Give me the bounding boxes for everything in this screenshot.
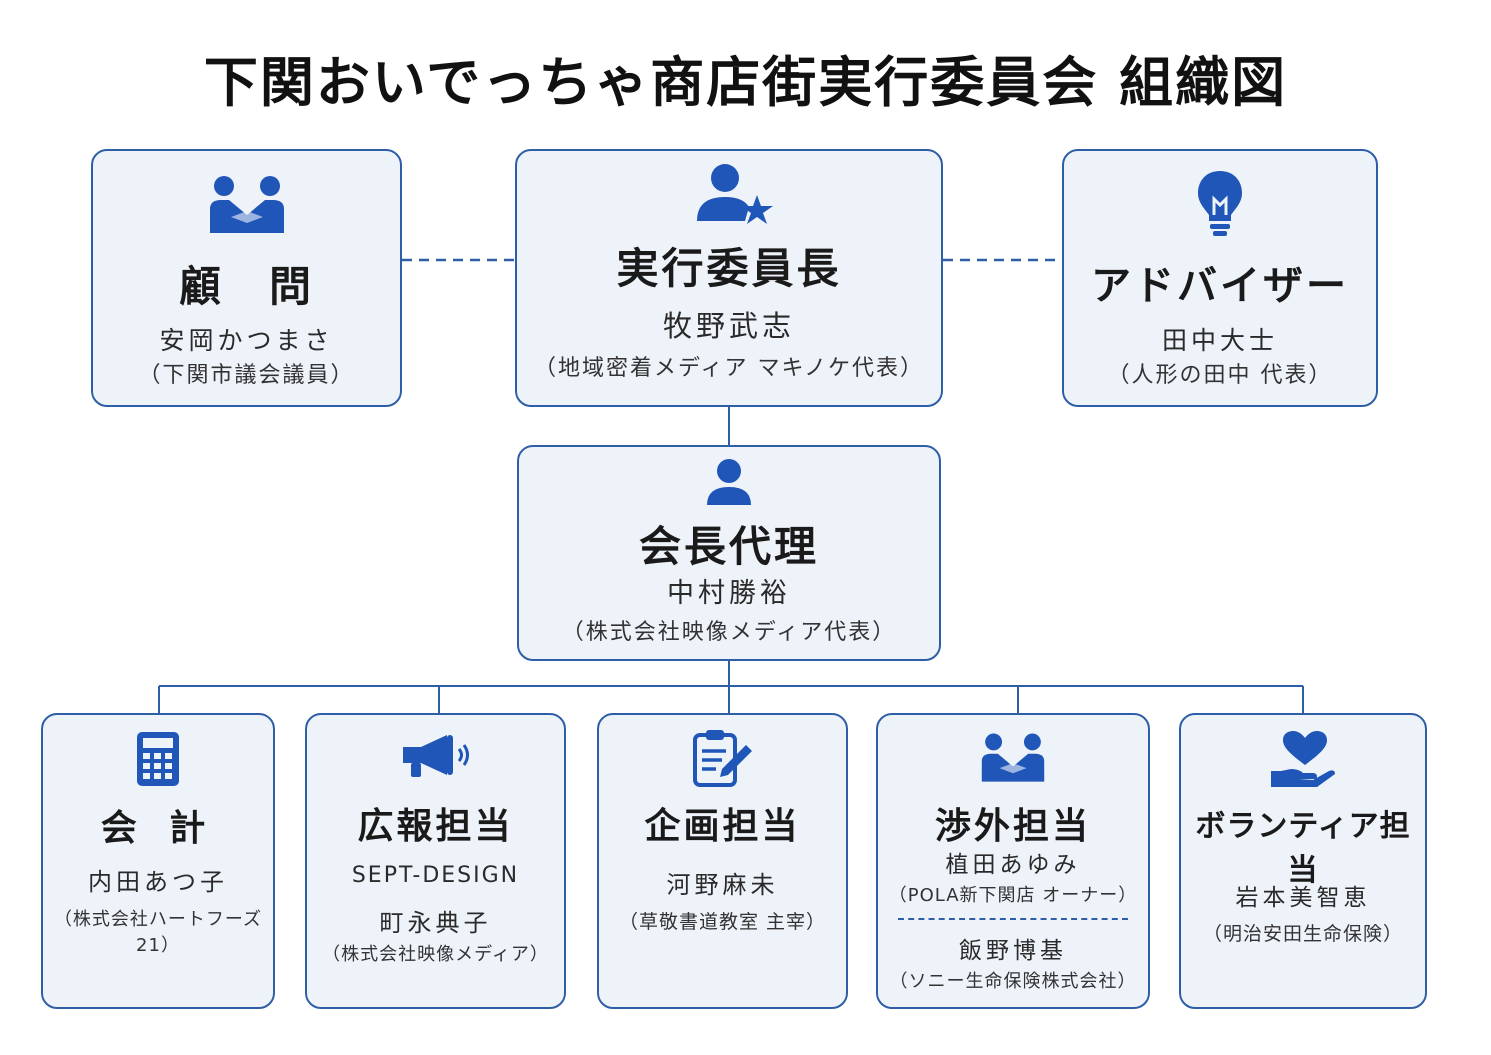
volunteer-role: ボランティア担当 [1195, 809, 1411, 888]
heart-hand-icon [1271, 731, 1335, 787]
vice-chair-name: 中村勝裕 [667, 578, 791, 609]
external-relations-affiliation-2: （ソニー生命保険株式会社） [889, 971, 1137, 992]
planning-box: 企画担当 河野麻未 （草敬書道教室 主宰） [597, 713, 848, 1009]
external-relations-box: 渉外担当 植田あゆみ （POLA新下関店 オーナー） 飯野博基 （ソニー生命保険… [876, 713, 1150, 1009]
handshake-icon [209, 176, 284, 233]
external-relations-name-2: 飯野博基 [959, 938, 1067, 964]
volunteer-box: ボランティア担当 岩本美智恵 （明治安田生命保険） [1179, 713, 1427, 1009]
pr-name: 町永典子 [379, 909, 492, 937]
volunteer-name: 岩本美智恵 [1235, 885, 1371, 911]
person-star-icon [697, 164, 773, 224]
person-icon [707, 459, 751, 505]
accounting-name: 内田あつ子 [88, 868, 228, 896]
chair-name: 牧野武志 [662, 309, 795, 343]
advisor-role: 顧 問 [178, 262, 314, 311]
separator [898, 918, 1128, 920]
external-relations-role: 渉外担当 [934, 806, 1091, 847]
megaphone-icon [402, 735, 469, 777]
adviser-role: アドバイザー [1091, 263, 1349, 309]
vice-chair-box: 会長代理 中村勝裕 （株式会社映像メディア代表） [517, 445, 941, 661]
accounting-box: 会 計 内田あつ子 （株式会社ハートフーズ21） [41, 713, 275, 1009]
pr-box: 広報担当 SEPT-DESIGN 町永典子 （株式会社映像メディア） [305, 713, 566, 1009]
pr-role: 広報担当 [357, 806, 514, 847]
planning-affiliation: （草敬書道教室 主宰） [618, 911, 827, 933]
accounting-affiliation: （株式会社ハートフーズ21） [53, 909, 263, 956]
accounting-role: 会 計 [100, 808, 216, 849]
adviser-name: 田中大士 [1161, 326, 1278, 355]
advisor-name: 安岡かつまさ [159, 326, 334, 355]
adviser-affiliation: （人形の田中 代表） [1107, 363, 1333, 388]
adviser-box: アドバイザー 田中大士 （人形の田中 代表） [1062, 149, 1378, 407]
external-relations-affiliation-1: （POLA新下関店 オーナー） [888, 885, 1138, 906]
external-relations-name-1: 植田あゆみ [945, 852, 1081, 878]
planning-name: 河野麻未 [666, 871, 779, 899]
advisor-box: 顧 問 安岡かつまさ （下関市議会議員） [91, 149, 402, 407]
planning-role: 企画担当 [644, 806, 801, 847]
chair-box: 実行委員長 牧野武志 （地域密着メディア マキノケ代表） [515, 149, 943, 407]
clipboard-pen-icon [692, 730, 752, 787]
vice-chair-role: 会長代理 [638, 522, 819, 571]
lightbulb-icon [1198, 171, 1242, 236]
advisor-affiliation: （下関市議会議員） [138, 363, 355, 388]
pr-affiliation: （株式会社映像メディア） [322, 944, 549, 965]
vice-chair-affiliation: （株式会社映像メディア代表） [561, 620, 897, 645]
pr-org: SEPT-DESIGN [351, 863, 520, 888]
calculator-icon [137, 732, 179, 786]
chair-role: 実行委員長 [616, 244, 842, 293]
handshake-icon [981, 733, 1045, 782]
volunteer-affiliation: （明治安田生命保険） [1202, 923, 1403, 945]
chair-affiliation: （地域密着メディア マキノケ代表） [534, 356, 924, 381]
page-title: 下関おいでっちゃ商店街実行委員会 組織図 [203, 51, 1288, 114]
